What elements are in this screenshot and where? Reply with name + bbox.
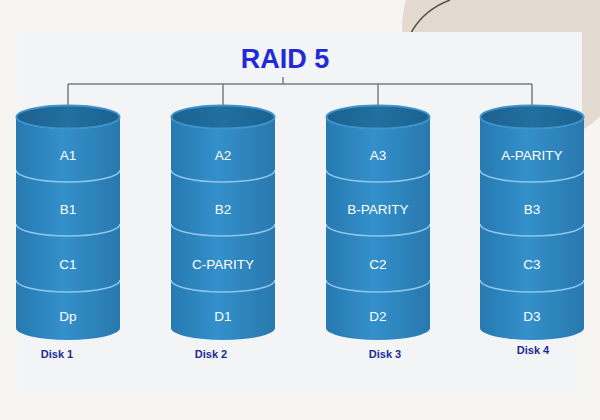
disk-cylinder: Disk 4 A-PARITY B3C3D3 [480, 105, 584, 370]
block-seam [326, 170, 430, 182]
tree-drop [67, 84, 69, 106]
block-text-box: C2 [326, 236, 430, 292]
disk-top [15, 104, 121, 130]
block-text-box: A3 [326, 129, 430, 182]
tree-drop [531, 84, 533, 106]
disk-label-group: Disk 4 [481, 344, 585, 356]
block-seam [480, 280, 584, 292]
disk-cap [327, 106, 430, 129]
disk-top [170, 104, 276, 130]
disk-block: D2 [326, 280, 430, 340]
tree-lines [68, 77, 532, 106]
disk-block: Dp [16, 280, 120, 340]
block-text-box: A-PARITY [480, 129, 584, 182]
block-text-box: A2 [171, 129, 275, 182]
disk-block: B3 [480, 170, 584, 236]
tree-bar [68, 83, 532, 85]
block-text-box: C-PARITY [171, 236, 275, 292]
disk-label: Disk 4 [481, 344, 585, 356]
block-seam [326, 280, 430, 292]
block-seam [326, 224, 430, 236]
tree-drop [222, 84, 224, 106]
block-label: D3 [523, 309, 540, 324]
tree-drop [377, 84, 379, 106]
block-label: C3 [523, 257, 540, 272]
block-body [480, 224, 584, 292]
block-label: D2 [369, 309, 386, 324]
block-label: D1 [214, 309, 231, 324]
disk-label-group: Disk 2 [159, 348, 263, 360]
block-body [326, 280, 430, 340]
block-seam [171, 280, 275, 292]
diagram-title: RAID 5 [185, 43, 385, 75]
block-seam [480, 224, 584, 236]
disk-cap [481, 106, 584, 129]
block-text-box: D2 [326, 292, 430, 340]
disk-block: B2 [171, 170, 275, 236]
disk-label: Disk 2 [159, 348, 263, 360]
block-label: Dp [59, 309, 76, 324]
block-body [171, 170, 275, 236]
disk-label: Disk 1 [5, 348, 109, 360]
block-label: C2 [369, 257, 386, 272]
disk-block: C1 [16, 224, 120, 292]
block-seam [16, 224, 120, 236]
block-text-box: Dp [16, 292, 120, 340]
block-text-box: B3 [480, 182, 584, 236]
disk-top [479, 104, 585, 130]
block-body [326, 224, 430, 292]
block-body [16, 170, 120, 236]
disk-block: D1 [171, 280, 275, 340]
block-label: B-PARITY [347, 202, 408, 217]
disk-cylinder: Disk 1A1B1C1Dp [16, 105, 120, 370]
block-text-box: D3 [480, 292, 584, 340]
block-label: B1 [60, 202, 77, 217]
block-text-box: D1 [171, 292, 275, 340]
block-text-box: B2 [171, 182, 275, 236]
block-label: A-PARITY [501, 148, 562, 163]
block-label: B2 [215, 202, 232, 217]
block-body [171, 224, 275, 292]
disk-cap [17, 106, 120, 129]
block-seam [171, 224, 275, 236]
disk-block: B1 [16, 170, 120, 236]
block-text-box: A1 [16, 129, 120, 182]
block-body [326, 170, 430, 236]
block-label: A2 [215, 148, 232, 163]
block-seam [16, 170, 120, 182]
block-seam [171, 170, 275, 182]
disk-block: C-PARITY [171, 224, 275, 292]
tree-stem [282, 77, 284, 84]
disk-block: B-PARITY [326, 170, 430, 236]
disk-label: Disk 3 [333, 348, 437, 360]
disk-block: D3 [480, 280, 584, 340]
block-label: C-PARITY [192, 257, 254, 272]
disk-block: C2 [326, 224, 430, 292]
block-text-box: C1 [16, 236, 120, 292]
disk-label-group: Disk 3 [333, 348, 437, 360]
block-body [16, 280, 120, 340]
disk-top [325, 104, 431, 130]
block-seam [16, 280, 120, 292]
disk-cylinder: Disk 2A2B2C-PARITYD1 [171, 105, 275, 370]
disk-label-group: Disk 1 [5, 348, 109, 360]
block-label: B3 [524, 202, 541, 217]
disk-block: C3 [480, 224, 584, 292]
disk-cap [172, 106, 275, 129]
block-body [16, 224, 120, 292]
block-body [480, 170, 584, 236]
block-text-box: B1 [16, 182, 120, 236]
block-label: A1 [60, 148, 77, 163]
block-label: C1 [59, 257, 76, 272]
block-text-box: C3 [480, 236, 584, 292]
block-text-box: B-PARITY [326, 182, 430, 236]
block-body [480, 280, 584, 340]
disk-cylinder: Disk 3A3B-PARITYC2D2 [326, 105, 430, 370]
block-body [171, 280, 275, 340]
block-seam [480, 170, 584, 182]
block-label: A3 [370, 148, 387, 163]
